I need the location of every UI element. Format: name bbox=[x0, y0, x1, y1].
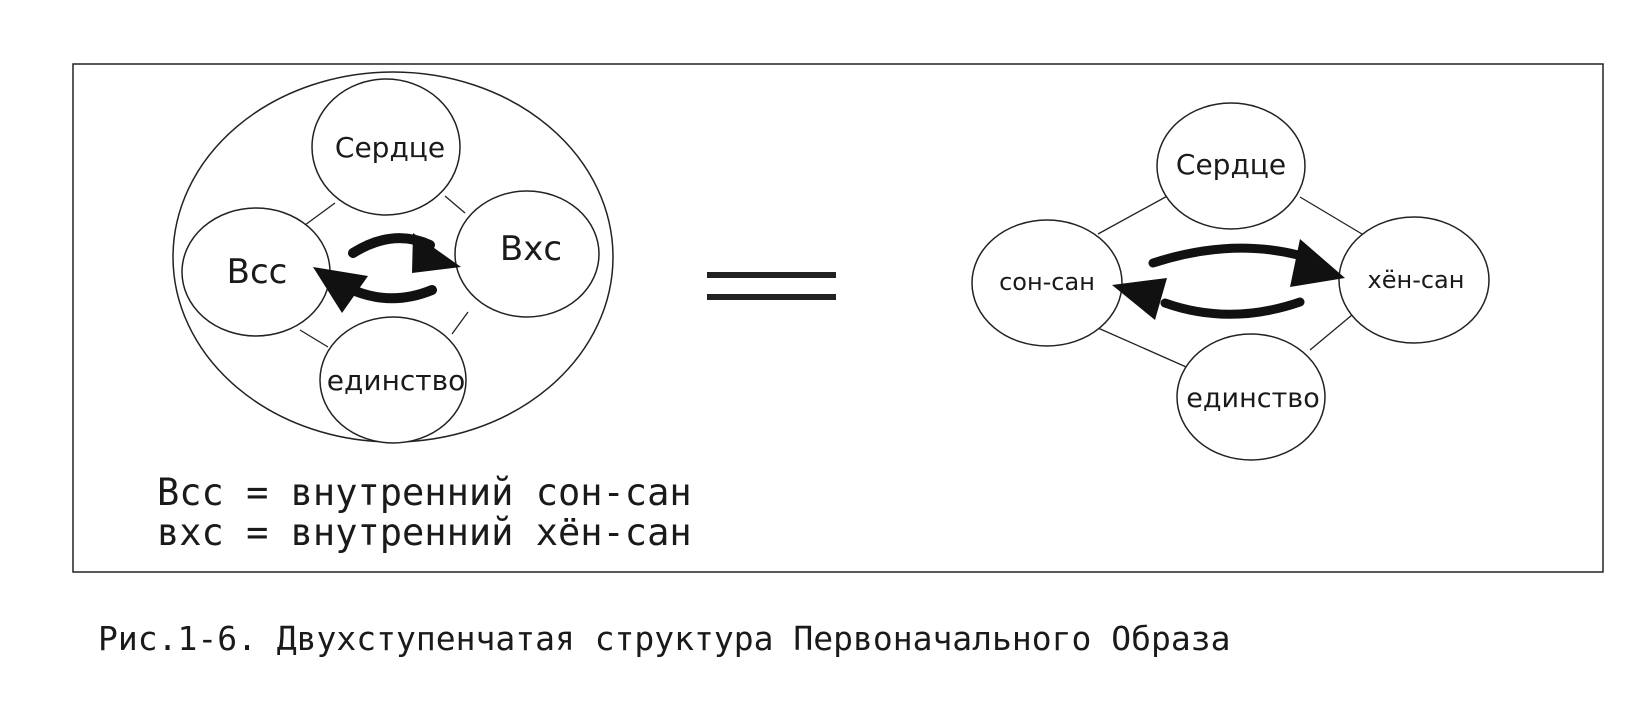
connector-line bbox=[1299, 196, 1363, 235]
arrow-son-to-hyon-head bbox=[1290, 239, 1345, 287]
equals-sign bbox=[707, 272, 836, 300]
connector-line bbox=[451, 311, 469, 335]
connector-line bbox=[1097, 193, 1172, 235]
connector-line bbox=[299, 329, 329, 348]
node-son-san-label: сон-сан bbox=[999, 268, 1095, 296]
node-unity-label: единство bbox=[327, 364, 465, 397]
right-diagram: Сердце сон-сан хён-сан единство bbox=[971, 102, 1490, 461]
arrow-vhs-to-vss-shaft bbox=[350, 285, 437, 304]
node-heart-circle bbox=[311, 78, 461, 216]
node-unity-circle bbox=[319, 316, 467, 444]
node-unity-label: единство bbox=[1186, 383, 1319, 414]
node-son-san-circle bbox=[971, 219, 1123, 347]
node-heart-label: Сердце bbox=[1176, 148, 1286, 181]
node-heart-label: Сердце bbox=[335, 131, 445, 164]
node-hyon-san-circle bbox=[1338, 216, 1490, 344]
arrow-son-to-hyon-shaft bbox=[1148, 243, 1303, 268]
node-unity-circle bbox=[1176, 333, 1326, 461]
figure-caption: Рис.1-6. Двухступенчатая структура Перво… bbox=[98, 619, 1230, 658]
legend-line-vhs: вхс = внутренний хён-сан bbox=[157, 511, 692, 554]
arrow-hyon-to-son-shaft bbox=[1160, 297, 1305, 319]
node-heart-circle bbox=[1156, 102, 1306, 230]
node-vss-label: Всс bbox=[227, 252, 288, 292]
arrow-vss-to-vhs-head bbox=[412, 233, 461, 273]
left-diagram: Сердце Всс Вхс единство bbox=[172, 71, 614, 444]
node-hyon-san-label: хён-сан bbox=[1368, 266, 1465, 294]
legend-line-vss: Всс = внутренний сон-сан bbox=[157, 471, 692, 514]
diagram-frame bbox=[72, 63, 1604, 573]
connector-line bbox=[1309, 314, 1353, 351]
connector-line bbox=[1097, 327, 1194, 371]
node-vhs-circle bbox=[454, 190, 600, 318]
equals-bar-top bbox=[707, 272, 836, 278]
equals-bar-bottom bbox=[707, 294, 836, 300]
node-vhs-label: Вхс bbox=[500, 229, 562, 269]
connector-line bbox=[444, 195, 466, 214]
arrow-hyon-to-son-head bbox=[1112, 278, 1167, 320]
connector-line bbox=[304, 202, 336, 226]
arrow-vhs-to-vss-head bbox=[313, 267, 368, 313]
